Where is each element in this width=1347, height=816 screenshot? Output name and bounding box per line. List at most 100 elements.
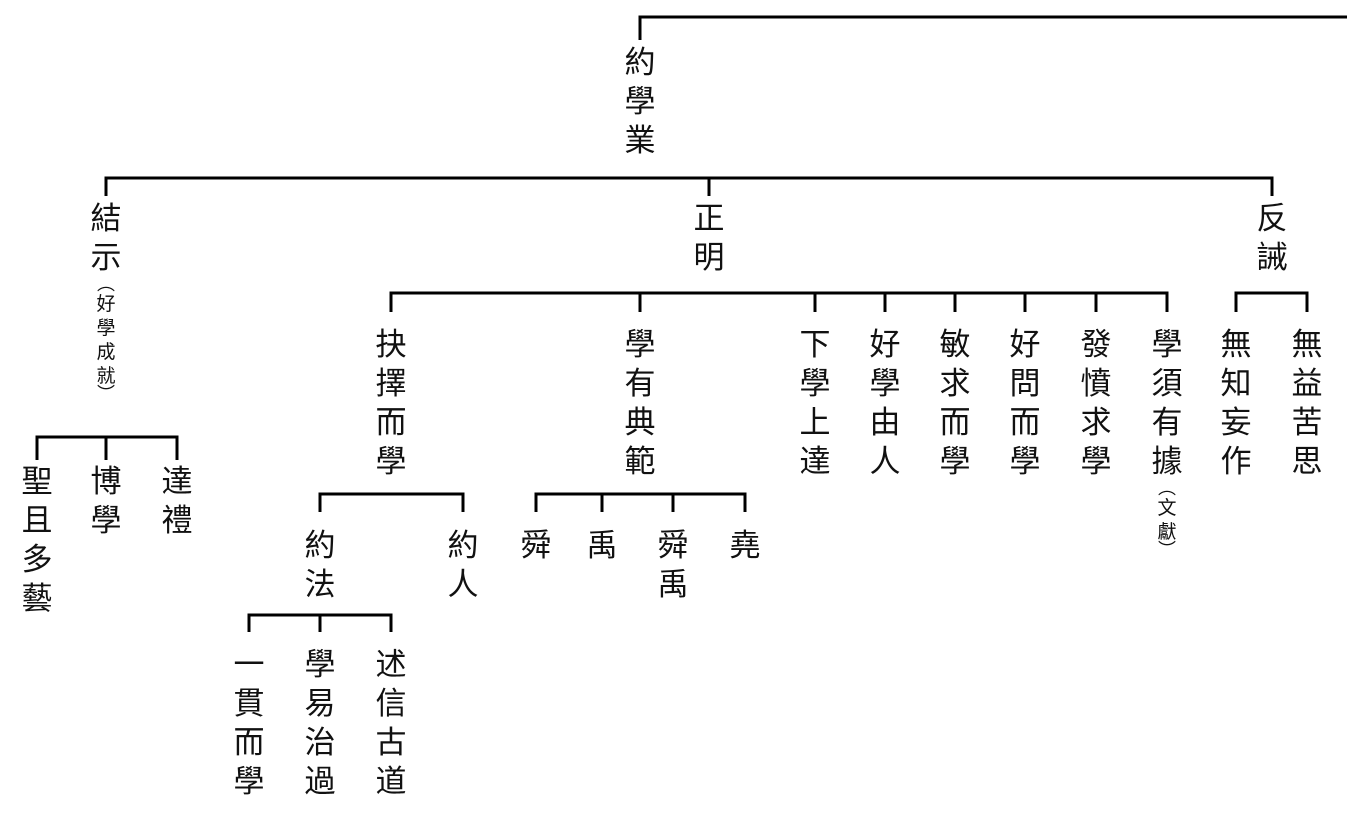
node-char: 學 — [1080, 444, 1112, 480]
node-char: 學 — [233, 764, 265, 800]
note-char: 好 — [96, 293, 116, 315]
node-char: 法 — [304, 567, 336, 603]
node-char: 據 — [1151, 444, 1183, 480]
bracket-fanjie — [1234, 291, 1309, 312]
node-char: 有 — [624, 366, 656, 402]
node-yu1: 禹 — [587, 527, 618, 566]
node-char: 求 — [1080, 405, 1112, 441]
node-char: 信 — [375, 686, 407, 722]
node-char: 而 — [233, 725, 265, 761]
node-char: 貫 — [233, 686, 265, 722]
node-char: 舜 — [520, 528, 552, 564]
node-char: 有 — [1151, 405, 1183, 441]
bracket-jueze — [318, 492, 465, 512]
node-note: ︵好學成就︶ — [96, 274, 116, 405]
node-char: 達 — [799, 444, 831, 480]
node-char: 學 — [304, 647, 336, 683]
node-char: 作 — [1220, 444, 1252, 480]
node-char: 堯 — [729, 528, 761, 564]
bracket-jieshi — [35, 435, 179, 460]
node-char: 而 — [939, 405, 971, 441]
node-char: 知 — [1220, 366, 1252, 402]
node-char: 苦 — [1291, 405, 1323, 441]
bracket-level1 — [104, 176, 1274, 196]
node-char: 明 — [693, 240, 725, 276]
node-char: 結 — [90, 201, 122, 237]
node-yuefa: 約法 — [305, 527, 336, 605]
node-char: 抉 — [375, 327, 407, 363]
node-char: 述 — [375, 647, 407, 683]
node-char: 易 — [304, 686, 336, 722]
node-char: 須 — [1151, 366, 1183, 402]
node-char: 學 — [869, 366, 901, 402]
node-wuzhi: 無知妄作 — [1221, 326, 1252, 482]
node-root: 約學業 — [625, 44, 656, 161]
node-char: 而 — [1009, 405, 1041, 441]
node-dali: 達禮 — [162, 463, 193, 541]
node-char: 且 — [21, 503, 53, 539]
note-char: 獻 — [1157, 521, 1177, 543]
node-char: 約 — [624, 45, 656, 81]
node-xueyi: 學易治過 — [305, 646, 336, 802]
node-yueren: 約人 — [448, 527, 479, 605]
close-paren: ︶ — [1157, 540, 1176, 561]
node-char: 範 — [624, 444, 656, 480]
node-char: 人 — [869, 444, 901, 480]
node-char: 典 — [624, 405, 656, 441]
node-boxue: 博學 — [91, 463, 122, 541]
node-char: 約 — [447, 528, 479, 564]
node-char: 約 — [304, 528, 336, 564]
node-char: 禮 — [161, 503, 193, 539]
node-char: 無 — [1291, 327, 1323, 363]
node-char: 學 — [1009, 444, 1041, 480]
node-char: 由 — [869, 405, 901, 441]
node-haowen: 好問而學 — [1010, 326, 1041, 482]
node-char: 誡 — [1256, 240, 1288, 276]
node-char: 好 — [869, 327, 901, 363]
node-char: 敏 — [939, 327, 971, 363]
node-char: 聖 — [21, 464, 53, 500]
node-char: 學 — [939, 444, 971, 480]
node-char: 人 — [447, 567, 479, 603]
node-char: 藝 — [21, 581, 53, 617]
node-jieshi: 結示︵好學成就︶ — [90, 200, 122, 405]
node-char: 業 — [624, 123, 656, 159]
node-char: 益 — [1291, 366, 1323, 402]
node-char: 治 — [304, 725, 336, 761]
node-char: 禹 — [586, 528, 618, 564]
node-char: 求 — [939, 366, 971, 402]
node-char: 問 — [1009, 366, 1041, 402]
bracket-yuefa — [247, 613, 393, 632]
node-shuxin: 述信古道 — [376, 646, 407, 802]
node-char: 憤 — [1080, 366, 1112, 402]
node-char: 反 — [1256, 201, 1288, 237]
node-char: 禹 — [657, 567, 689, 603]
node-char: 多 — [21, 542, 53, 578]
note-char: 成 — [96, 341, 116, 363]
open-paren: ︵ — [1157, 478, 1176, 499]
node-char: 學 — [90, 503, 122, 539]
node-char: 下 — [799, 327, 831, 363]
node-yao: 堯 — [730, 527, 761, 566]
node-char: 無 — [1220, 327, 1252, 363]
node-shengqie: 聖且多藝 — [22, 463, 53, 619]
node-note: ︵文獻︶ — [1157, 478, 1177, 561]
node-char: 而 — [375, 405, 407, 441]
note-char: 就 — [96, 365, 116, 387]
node-char: 學 — [375, 444, 407, 480]
node-char: 妄 — [1220, 405, 1252, 441]
node-char: 一 — [233, 647, 265, 683]
node-char: 學 — [1151, 327, 1183, 363]
node-char: 正 — [693, 201, 725, 237]
node-fanjie: 反誡 — [1257, 200, 1288, 278]
node-char: 思 — [1291, 444, 1323, 480]
node-char: 博 — [90, 464, 122, 500]
open-paren: ︵ — [96, 274, 115, 295]
node-shunyu: 舜禹 — [658, 527, 689, 605]
node-char: 過 — [304, 764, 336, 800]
node-char: 發 — [1080, 327, 1112, 363]
node-char: 道 — [375, 764, 407, 800]
bracket-dianfan — [534, 492, 747, 512]
close-paren: ︶ — [96, 384, 115, 405]
